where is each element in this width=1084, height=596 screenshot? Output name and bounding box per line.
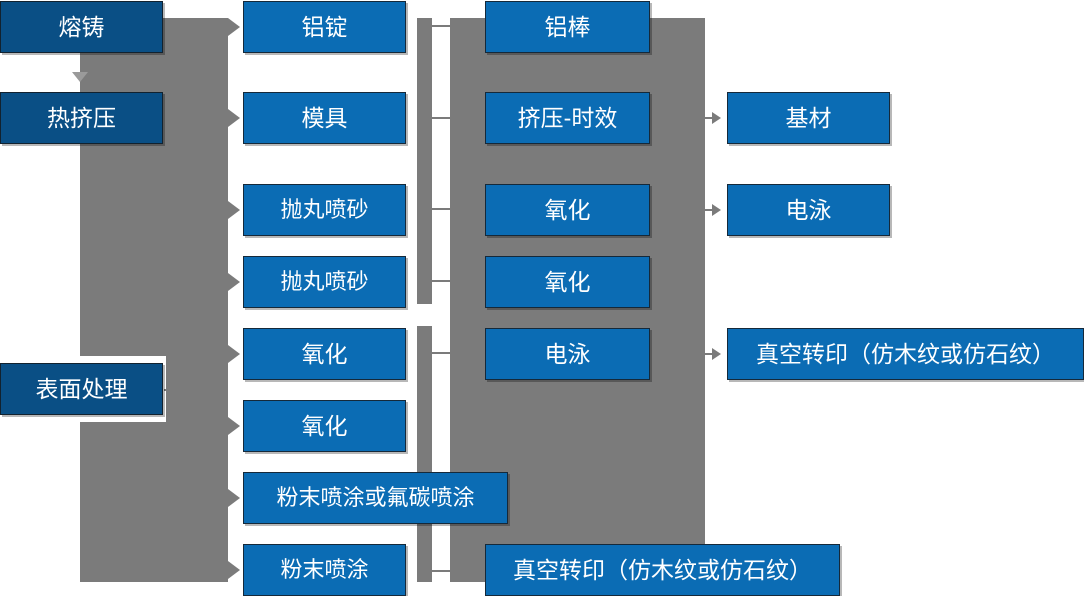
step1-label-mold: 模具: [301, 104, 348, 131]
connector-bridge-1: [432, 25, 450, 27]
result-box-vacuum[interactable]: 真空转印（仿木纹或仿石纹）: [727, 328, 1084, 380]
connector-bar-step1-spine-lower: [417, 326, 432, 582]
arrow-right-to-result-substrate: [712, 112, 721, 124]
stage-label-extrusion: 热挤压: [47, 104, 116, 131]
step1-label-shotblast-b: 抛丸喷砂: [280, 269, 369, 295]
result-label-vacuum: 真空转印（仿木纹或仿石纹）: [756, 340, 1055, 367]
arrow-right-to-result-electro: [712, 204, 721, 216]
connector-bar-step1-spine-upper: [417, 18, 432, 304]
step1-box-shotblast-a[interactable]: 抛丸喷砂: [243, 184, 406, 236]
arrow-right-to-step1-shotblast-b: [228, 273, 240, 291]
arrow-tail-to-result-vacuum: [705, 353, 714, 355]
connector-bridge-4: [432, 280, 450, 282]
arrow-right-to-step1-powder: [228, 561, 240, 579]
arrow-right-to-step1-powder-fluorocarbon: [228, 489, 240, 507]
step1-box-powder-fluorocarbon[interactable]: 粉末喷涂或氟碳喷涂: [243, 472, 508, 524]
step1-label-shotblast-a: 抛丸喷砂: [280, 197, 369, 223]
connector-bridge-3: [432, 208, 450, 210]
connector-bridge-5: [432, 352, 450, 354]
step2-label-bar: 铝棒: [544, 13, 591, 40]
step2-box-electro[interactable]: 电泳: [485, 328, 650, 380]
step1-label-oxidation-a: 氧化: [301, 340, 348, 367]
arrow-tail-to-result-electro: [705, 209, 714, 211]
step1-box-oxidation-a[interactable]: 氧化: [243, 328, 406, 380]
step2-label-electro: 电泳: [544, 340, 591, 367]
step2-box-extrude-age[interactable]: 挤压-时效: [485, 92, 650, 144]
step2-box-oxidation-a[interactable]: 氧化: [485, 184, 650, 236]
arrow-tail-to-result-substrate: [705, 117, 714, 119]
stage-label-melting: 熔铸: [58, 13, 105, 40]
result-label-electro: 电泳: [785, 196, 832, 223]
step1-label-oxidation-b: 氧化: [301, 412, 348, 439]
result-box-electro[interactable]: 电泳: [727, 184, 890, 236]
step1-box-mold[interactable]: 模具: [243, 92, 406, 144]
step1-box-ingot[interactable]: 铝锭: [243, 1, 406, 53]
arrow-down-melting-to-extrusion: [72, 72, 88, 82]
stage-box-extrusion[interactable]: 热挤压: [0, 92, 163, 144]
arrow-right-to-result-vacuum: [712, 348, 721, 360]
step2-label-oxidation-b: 氧化: [544, 268, 591, 295]
connector-stub-surface: [164, 389, 194, 391]
stage-label-surface: 表面处理: [35, 375, 128, 402]
step2-box-bar[interactable]: 铝棒: [485, 1, 650, 53]
step1-box-powder[interactable]: 粉末喷涂: [243, 544, 406, 596]
connector-bridge-6: [432, 570, 450, 572]
step1-label-ingot: 铝锭: [301, 13, 348, 40]
step2-box-vacuum[interactable]: 真空转印（仿木纹或仿石纹）: [485, 544, 840, 596]
arrow-right-to-step1-mold: [228, 109, 240, 127]
stage-box-surface[interactable]: 表面处理: [0, 363, 163, 415]
step2-label-vacuum: 真空转印（仿木纹或仿石纹）: [513, 556, 812, 583]
step2-label-oxidation-a: 氧化: [544, 196, 591, 223]
connector-bridge-2: [432, 117, 450, 119]
step1-box-shotblast-b[interactable]: 抛丸喷砂: [243, 256, 406, 308]
arrow-right-to-step1-ingot: [228, 18, 240, 36]
step2-label-extrude-age: 挤压-时效: [517, 104, 618, 131]
step1-label-powder: 粉末喷涂: [280, 557, 369, 583]
result-box-substrate[interactable]: 基材: [727, 92, 890, 144]
step2-box-oxidation-b[interactable]: 氧化: [485, 256, 650, 308]
arrow-right-to-step1-oxidation-b: [228, 417, 240, 435]
step1-label-powder-fluorocarbon: 粉末喷涂或氟碳喷涂: [276, 485, 475, 511]
arrow-right-to-step1-oxidation-a: [228, 345, 240, 363]
step1-box-oxidation-b[interactable]: 氧化: [243, 400, 406, 452]
stage-box-melting[interactable]: 熔铸: [0, 1, 163, 53]
arrow-right-to-step1-shotblast-a: [228, 201, 240, 219]
result-label-substrate: 基材: [785, 104, 832, 131]
